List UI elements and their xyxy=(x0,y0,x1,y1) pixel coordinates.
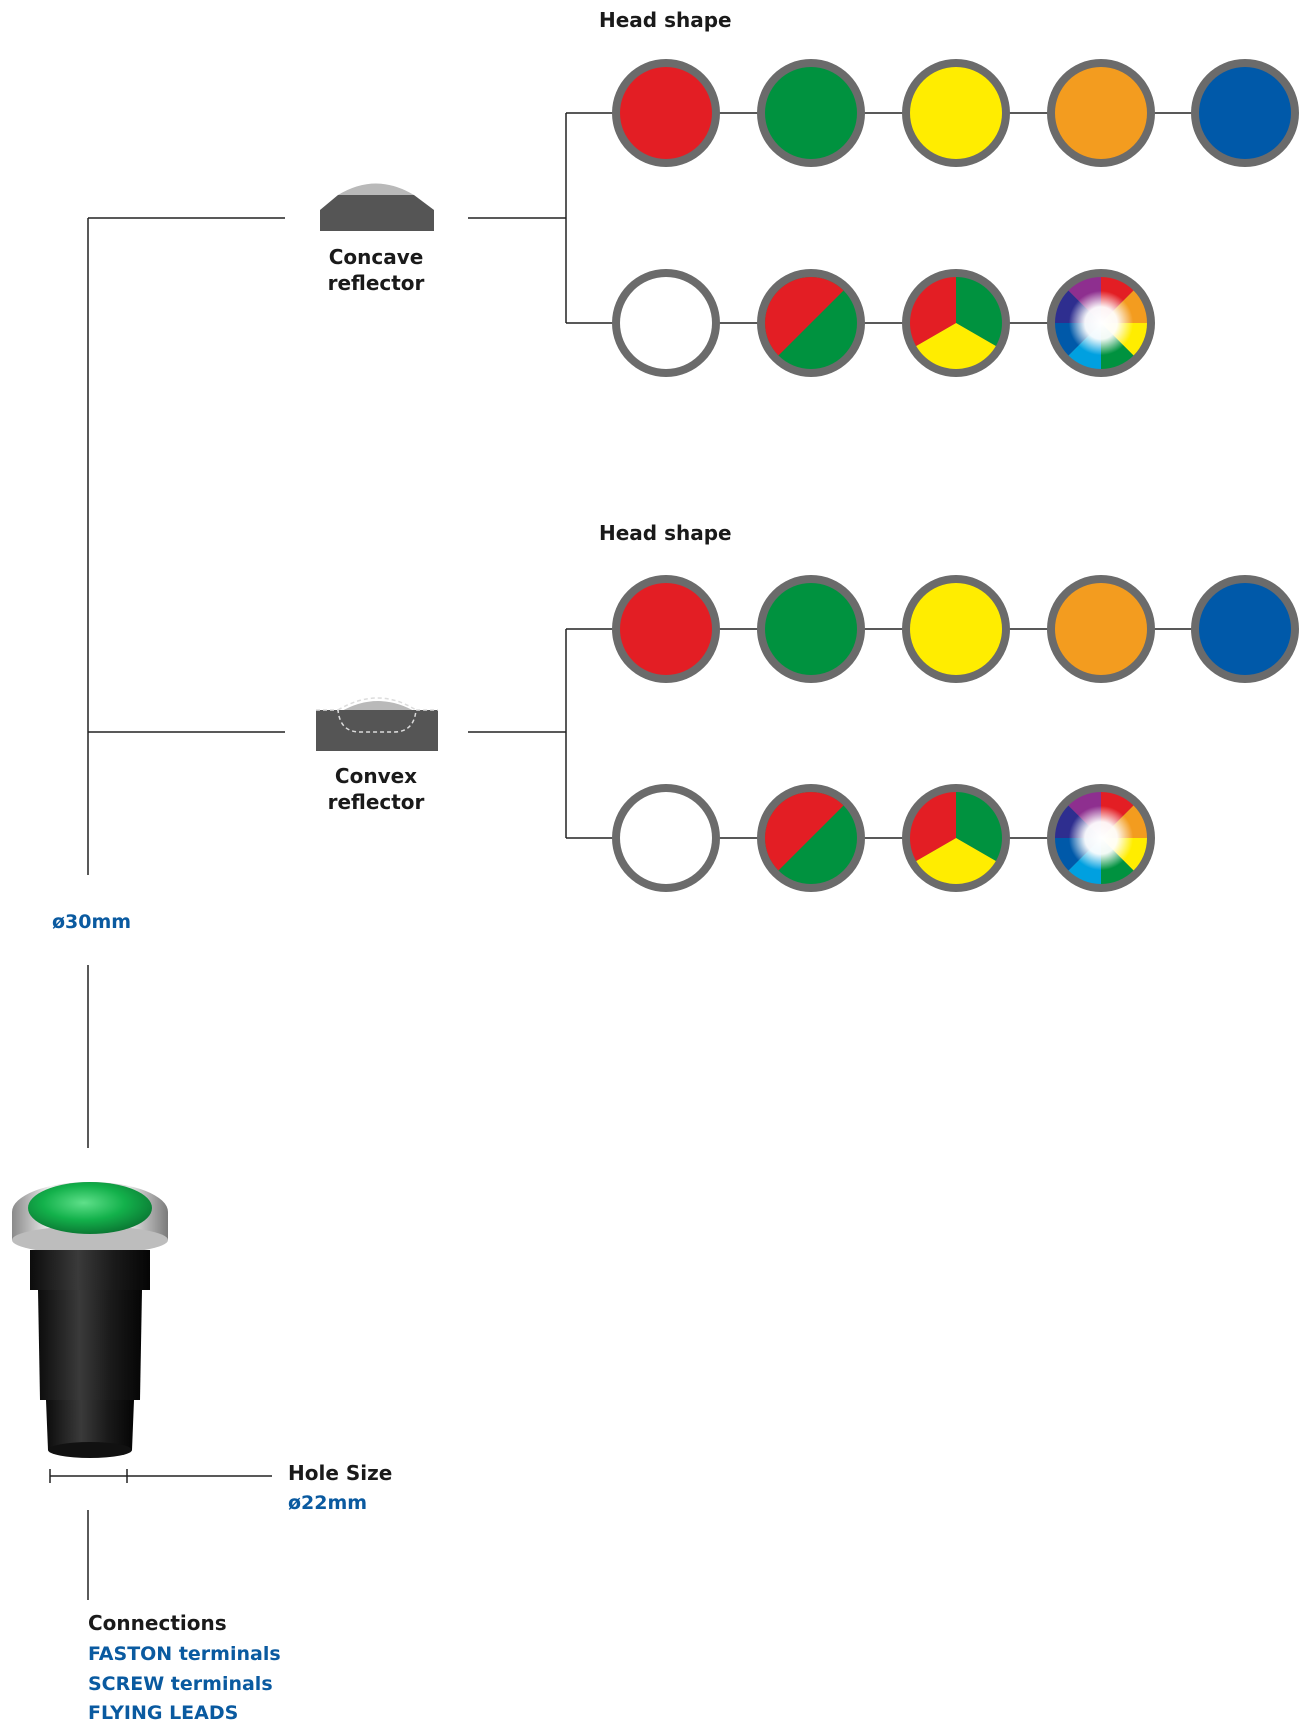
hole-size-title: Hole Size xyxy=(288,1461,393,1485)
lamp-head-red-green-1-2-2 xyxy=(757,269,865,377)
lamp-head-yellow-2-1-3 xyxy=(902,575,1010,683)
lamp-head-rgb-2-2-4 xyxy=(1047,784,1155,892)
lamp-head-red-green-yellow-2-2-3 xyxy=(902,784,1010,892)
connections-title: Connections xyxy=(88,1611,227,1635)
lamp-head-blue-2-1-5 xyxy=(1191,575,1299,683)
concave-label-line2: reflector xyxy=(327,271,425,295)
convex-reflector-icon xyxy=(316,697,438,751)
lamp-head-blue-1-1-5 xyxy=(1191,59,1299,167)
lamp-heads-group xyxy=(612,59,1299,892)
lamp-head-green-2-1-2 xyxy=(757,575,865,683)
lamp-head-red-2-1-1 xyxy=(612,575,720,683)
lamp-head-white-1-2-1 xyxy=(612,269,720,377)
convex-reflector-label: Convex reflector xyxy=(306,763,446,815)
lamp-head-red-green-2-2-2 xyxy=(757,784,865,892)
convex-label-line1: Convex xyxy=(334,764,418,788)
lamp-head-orange-1-1-4 xyxy=(1047,59,1155,167)
lamp-head-red-green-yellow-1-2-3 xyxy=(902,269,1010,377)
lamp-head-red-1-1-1 xyxy=(612,59,720,167)
hole-size-value: ø22mm xyxy=(288,1492,368,1514)
diameter-label: ø30mm xyxy=(52,911,132,933)
connection-item-faston: FASTON terminals xyxy=(88,1643,281,1665)
lamp-head-white-2-2-1 xyxy=(612,784,720,892)
connection-item-flying-leads: FLYING LEADS xyxy=(88,1702,239,1724)
convex-label-line2: reflector xyxy=(327,790,425,814)
lamp-head-rgb-1-2-4 xyxy=(1047,269,1155,377)
lamp-head-orange-2-1-4 xyxy=(1047,575,1155,683)
pilot-light-product-image xyxy=(12,1182,168,1458)
lamp-head-green-1-1-2 xyxy=(757,59,865,167)
concave-reflector-label: Concave reflector xyxy=(306,244,446,296)
lamp-head-yellow-1-1-3 xyxy=(902,59,1010,167)
head-shape-label-2: Head shape xyxy=(599,521,732,545)
head-shape-label-1: Head shape xyxy=(599,8,732,32)
concave-label-line1: Concave xyxy=(328,245,424,269)
concave-reflector-icon xyxy=(320,183,434,231)
connection-item-screw: SCREW terminals xyxy=(88,1673,273,1695)
